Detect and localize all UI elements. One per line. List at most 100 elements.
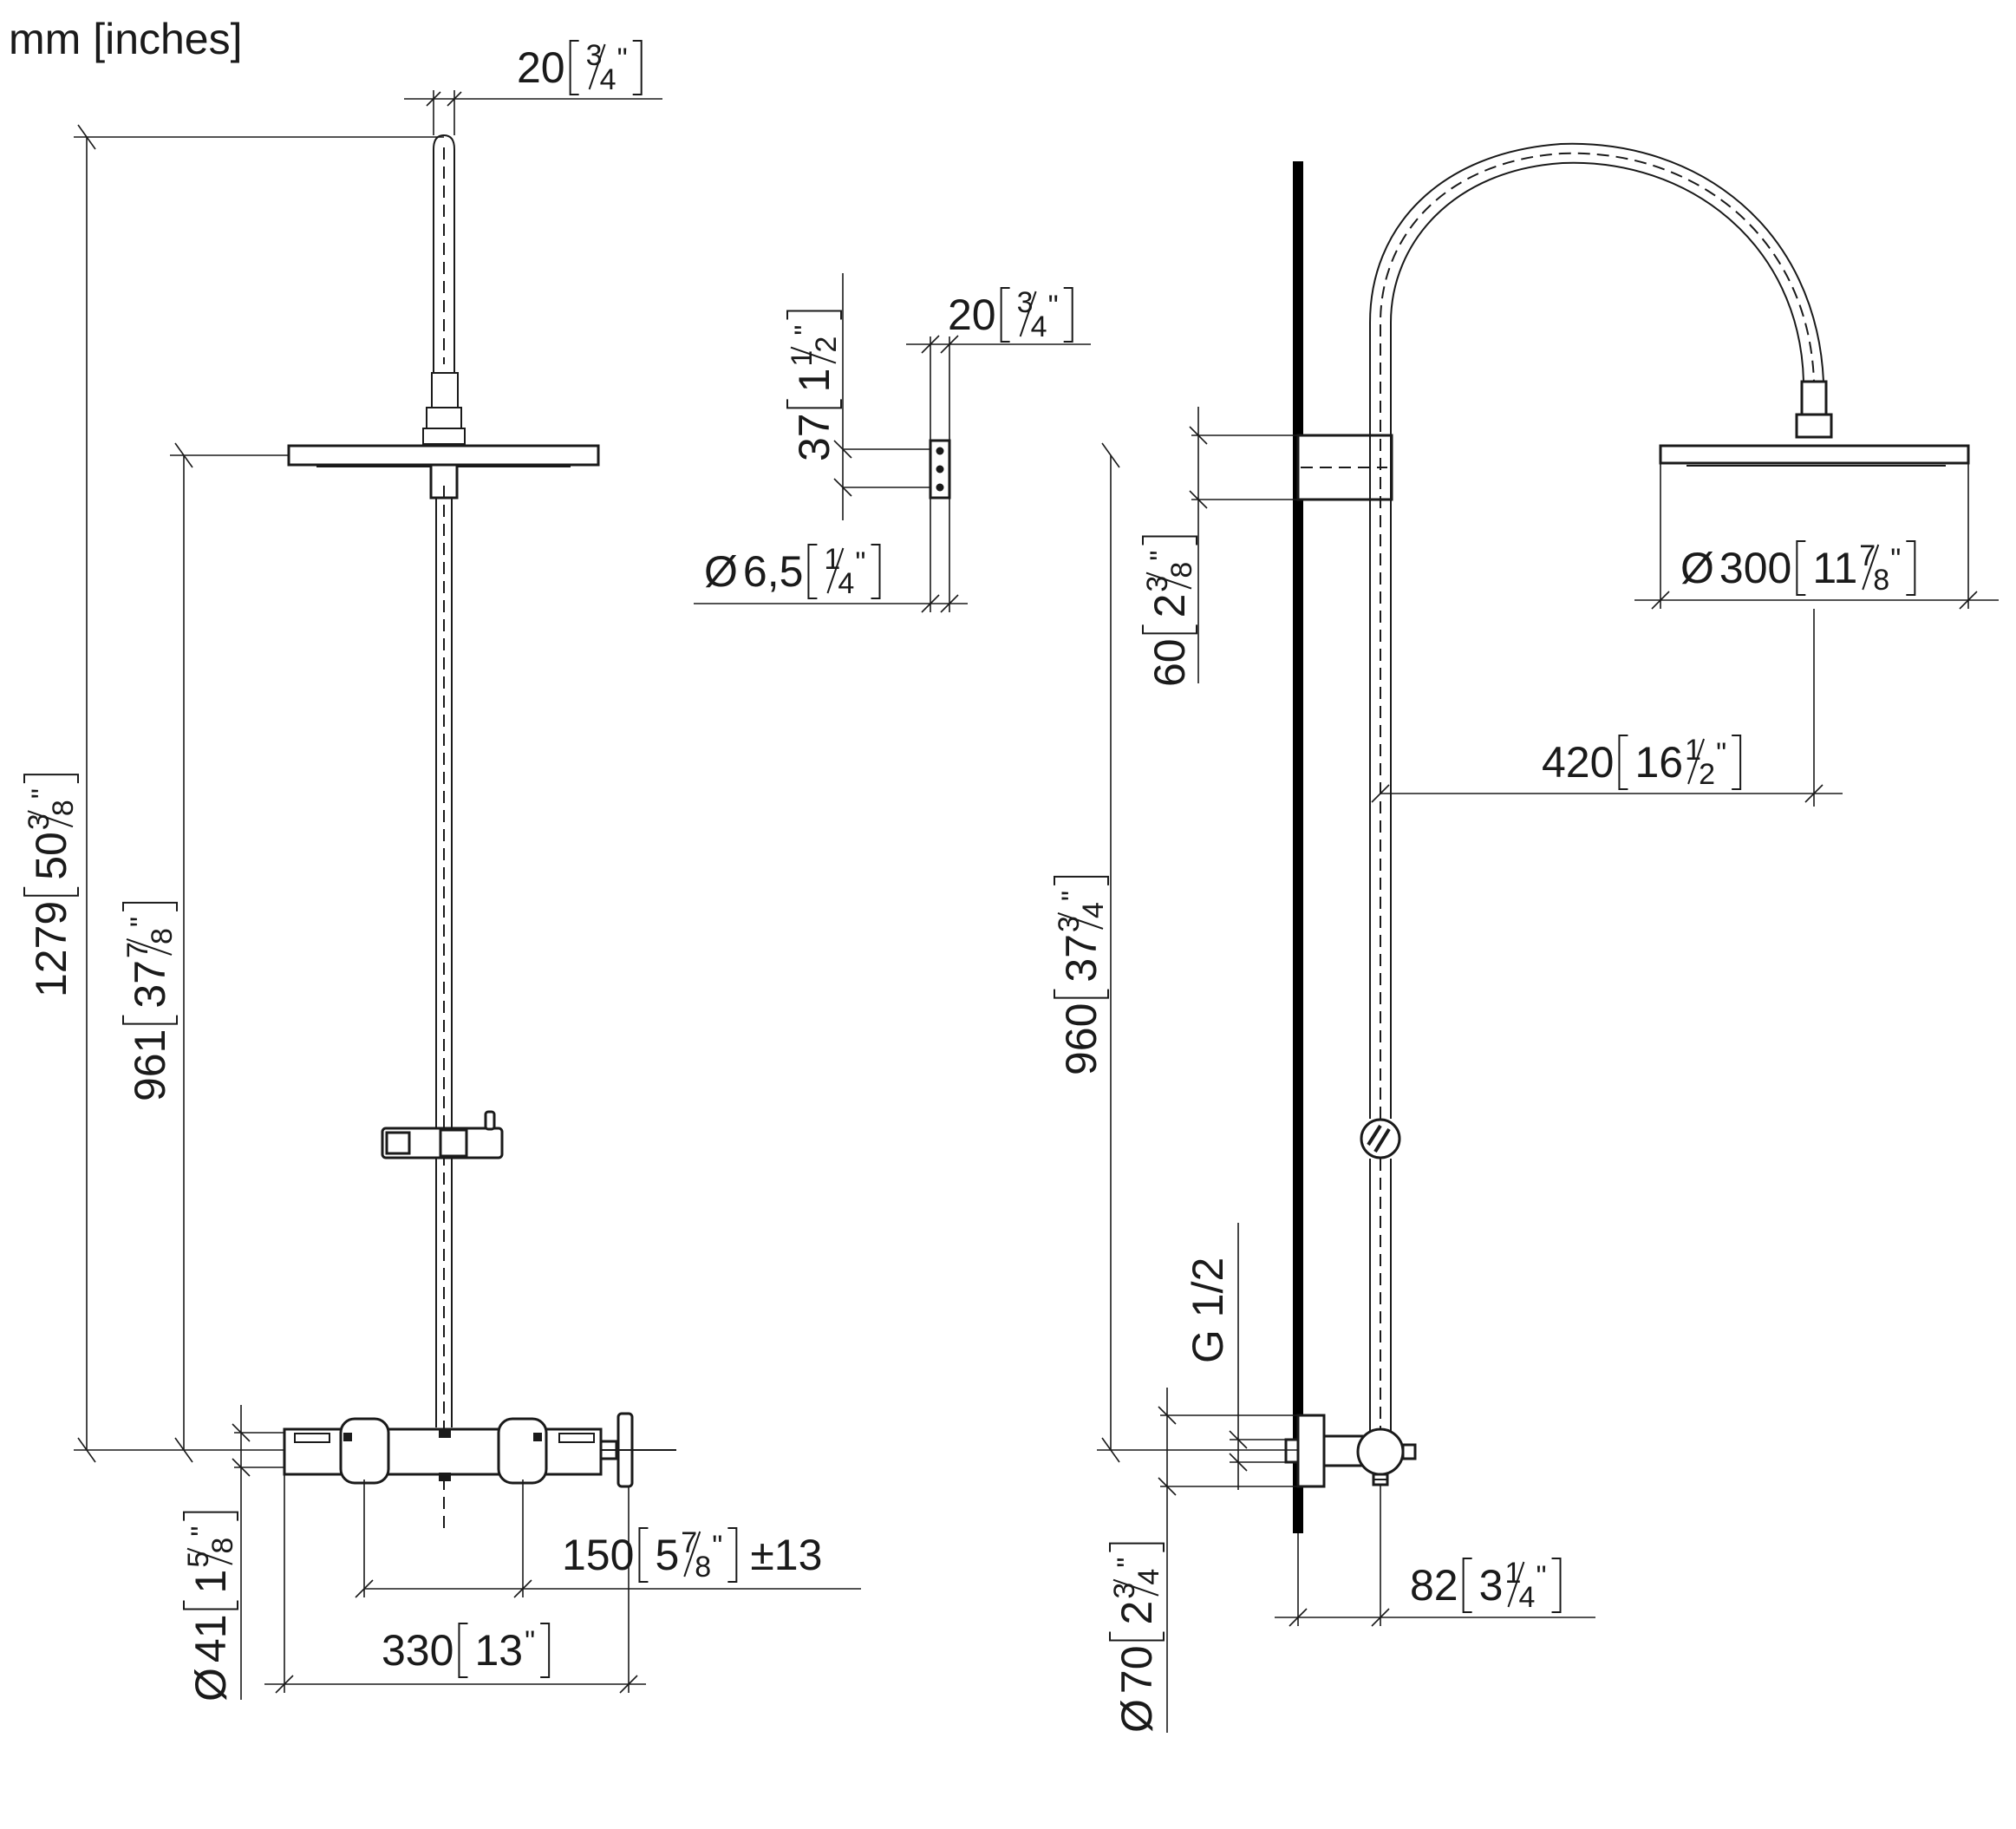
- fraction-denominator: 2: [810, 336, 843, 353]
- bracket-open: [1462, 1558, 1472, 1613]
- clip-hole-1: [936, 447, 944, 455]
- dim-value-mm: 37: [790, 413, 838, 461]
- fraction-slash: [790, 346, 837, 364]
- inch-mark: ": [1716, 737, 1726, 770]
- fraction-denominator: 4: [838, 567, 854, 600]
- bracket-open: [1618, 735, 1628, 790]
- dim-value-mm: 300: [1719, 544, 1791, 592]
- fraction-denominator: 8: [146, 928, 179, 944]
- dim-value-inch-whole: 2: [1145, 594, 1194, 618]
- dim-value-inch-whole: 37: [126, 960, 174, 1009]
- front-arm-pipe: [433, 134, 455, 373]
- fraction-denominator: 4: [1031, 310, 1047, 343]
- bracket-open: [122, 1015, 178, 1025]
- inch-mark: ": [1056, 891, 1089, 901]
- fraction-denominator: 4: [1132, 1569, 1165, 1585]
- bracket-open: [569, 40, 579, 95]
- dim-value-mm: 20: [948, 291, 996, 339]
- dim-value-mm: 82: [1410, 1561, 1458, 1610]
- inch-mark: ": [26, 788, 59, 799]
- fraction-slash: [683, 1531, 701, 1578]
- side-valve-assembly: [1284, 1414, 1417, 1488]
- side-head-hub: [1795, 413, 1833, 439]
- gooseneck-centerline: [1380, 152, 1815, 1119]
- dim-value-inch-whole: 2: [1112, 1601, 1161, 1625]
- inch-mark: ": [855, 546, 865, 579]
- clip-hole-2: [936, 465, 944, 474]
- side-shower-head: [1659, 444, 1970, 465]
- dim-value-mm: 70: [1112, 1645, 1161, 1694]
- bracket-open: [458, 1623, 468, 1678]
- dim-label-thread: G 1/2: [1184, 1257, 1232, 1363]
- dim-value-mm: 20: [517, 43, 565, 92]
- dim-value-inch-whole: 37: [1057, 934, 1106, 983]
- dim-value-mm: 961: [126, 1029, 174, 1101]
- fraction-slash: [1687, 738, 1706, 785]
- inch-mark: ": [617, 42, 628, 75]
- bracket-open: [23, 886, 79, 897]
- bracket-open: [1796, 540, 1806, 596]
- dim-value-mm: 1279: [27, 901, 75, 997]
- inch-mark: ": [1048, 290, 1059, 323]
- inch-mark: ": [1890, 543, 1901, 576]
- fraction-slash: [126, 937, 173, 956]
- fraction-slash: [186, 1547, 233, 1565]
- fraction-slash: [1507, 1561, 1525, 1608]
- bracket-close: [727, 1527, 738, 1583]
- inch-mark: ": [1145, 550, 1178, 560]
- diameter-symbol: Ø: [1112, 1699, 1161, 1733]
- bracket-open: [1054, 989, 1109, 999]
- front-arm-connector: [426, 407, 462, 429]
- front-mixer-bar: [283, 1412, 676, 1488]
- inch-mark: ": [1112, 1558, 1145, 1568]
- inch-mark: ": [789, 324, 822, 335]
- diameter-symbol: Ø: [704, 547, 738, 596]
- dim-value-mm: 41: [186, 1614, 235, 1662]
- bracket-close: [1142, 535, 1197, 545]
- fraction-slash: [588, 43, 606, 90]
- dim-value-inch-whole: 1: [790, 369, 838, 393]
- front-view: [283, 134, 676, 1535]
- bracket-open: [638, 1527, 649, 1583]
- fraction-denominator: 4: [1518, 1581, 1535, 1614]
- bracket-open: [786, 399, 842, 409]
- fraction-slash: [1057, 911, 1104, 930]
- front-head-hub: [422, 428, 466, 445]
- inch-mark: ": [525, 1625, 535, 1658]
- dim-value-mm: 6,5: [743, 547, 804, 596]
- bracket-close: [183, 1511, 238, 1521]
- units-label: mm [inches]: [9, 15, 243, 63]
- bracket-close: [871, 544, 881, 599]
- bracket-close: [1732, 735, 1742, 790]
- side-view: [1284, 142, 1970, 1533]
- bracket-open: [1142, 624, 1197, 635]
- diameter-symbol: Ø: [1680, 544, 1714, 592]
- bracket-open: [1109, 1631, 1165, 1642]
- fraction-slash: [1145, 572, 1192, 590]
- fraction-slash: [826, 547, 845, 594]
- inch-mark: ": [1536, 1560, 1546, 1593]
- front-dimension-lines: [74, 90, 861, 1700]
- fraction-denominator: 8: [1873, 564, 1889, 597]
- inch-mark: ": [186, 1526, 219, 1537]
- fraction-slash: [27, 810, 74, 828]
- side-slider-knob: [1360, 1118, 1401, 1159]
- fraction-slash: [1019, 291, 1037, 337]
- fraction-denominator: 8: [206, 1538, 239, 1554]
- inch-mark: ": [125, 917, 158, 927]
- fraction-slash: [1112, 1578, 1159, 1597]
